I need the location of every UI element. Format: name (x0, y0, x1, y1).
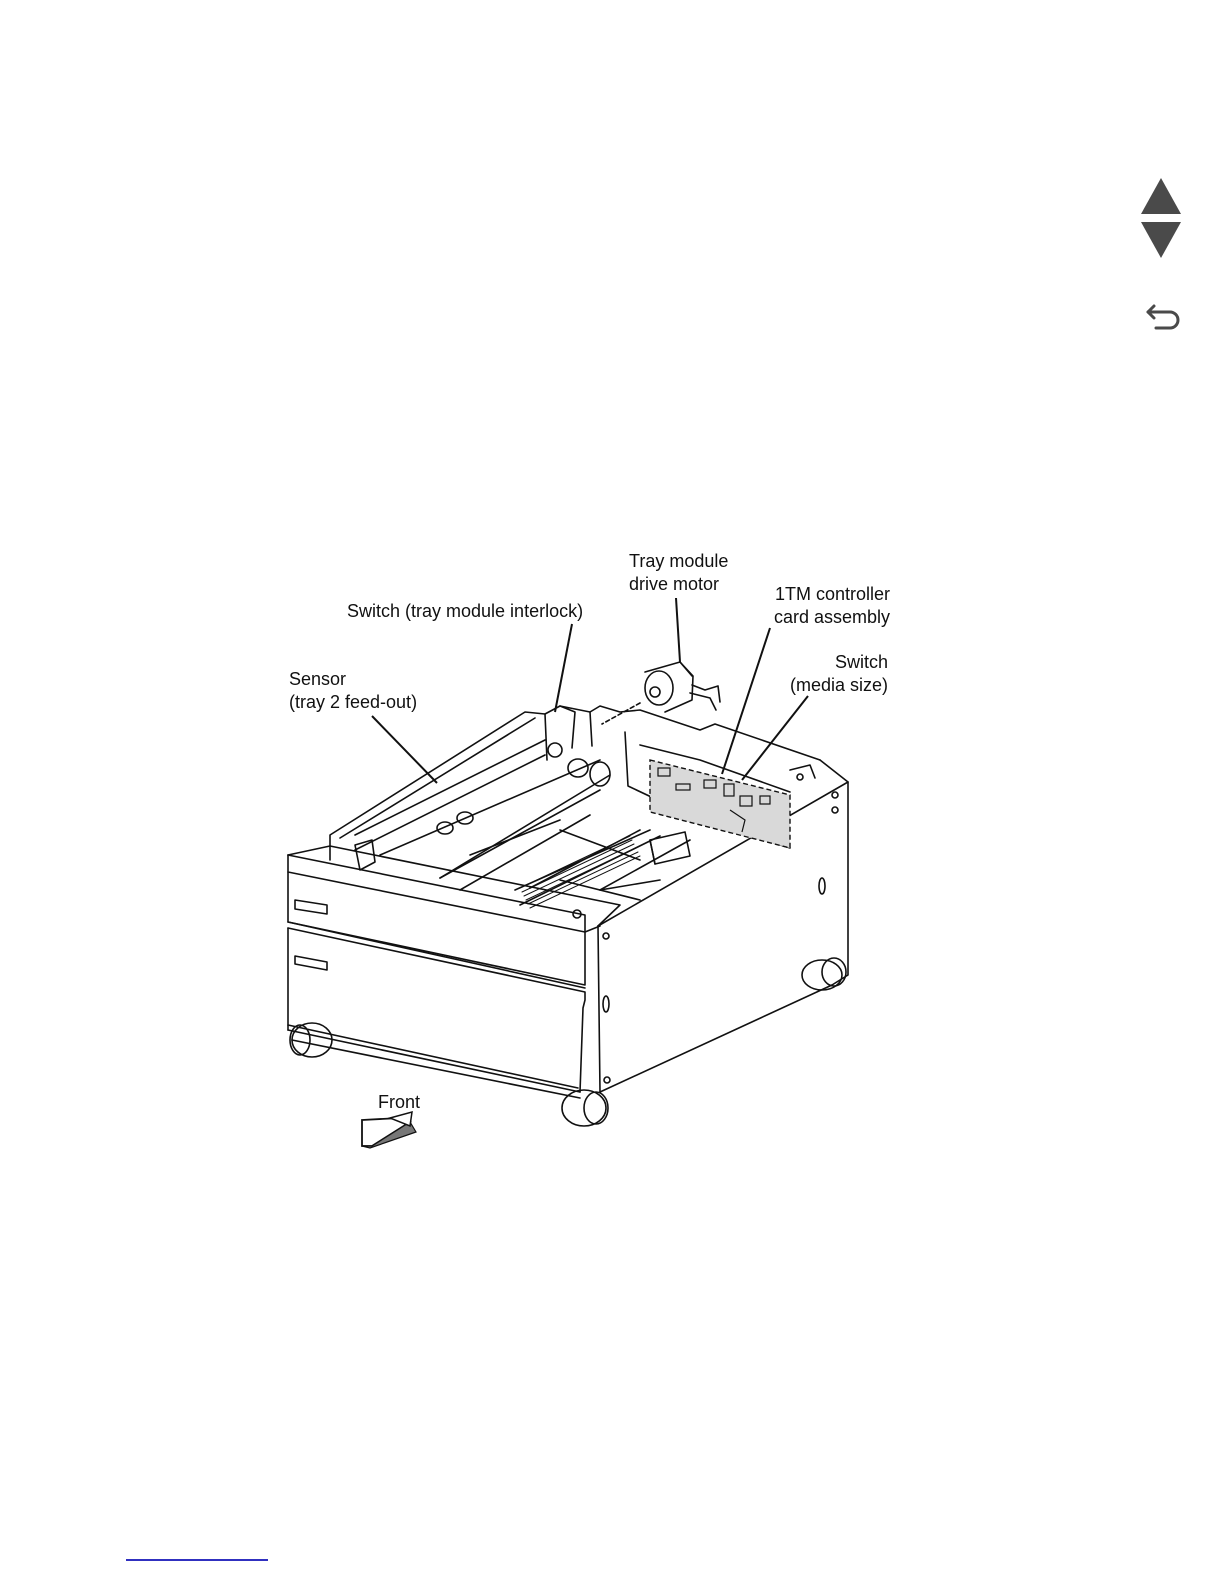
callout-line: card assembly (740, 606, 890, 629)
front-arrow-icon (362, 1112, 416, 1148)
callout-switch-interlock: Switch (tray module interlock) (347, 600, 583, 623)
callout-controller-card: 1TM controller card assembly (740, 583, 890, 629)
callout-line: 1TM controller (740, 583, 890, 606)
footer-link[interactable] (126, 1559, 268, 1561)
callout-line: (tray 2 feed-out) (289, 691, 417, 714)
callout-tray-module-drive-motor: Tray module drive motor (629, 550, 728, 596)
callout-line: Switch (tray module interlock) (347, 600, 583, 623)
tray-module-drawing (288, 662, 848, 1126)
callout-line: Sensor (289, 668, 417, 691)
callout-line: Switch (760, 651, 888, 674)
callout-switch-media-size: Switch (media size) (760, 651, 888, 697)
callout-sensor-feed-out: Sensor (tray 2 feed-out) (289, 668, 417, 714)
callout-front: Front (378, 1091, 420, 1114)
callout-line: Tray module (629, 550, 728, 573)
callout-line: Front (378, 1091, 420, 1114)
callout-line: (media size) (760, 674, 888, 697)
callout-line: drive motor (629, 573, 728, 596)
